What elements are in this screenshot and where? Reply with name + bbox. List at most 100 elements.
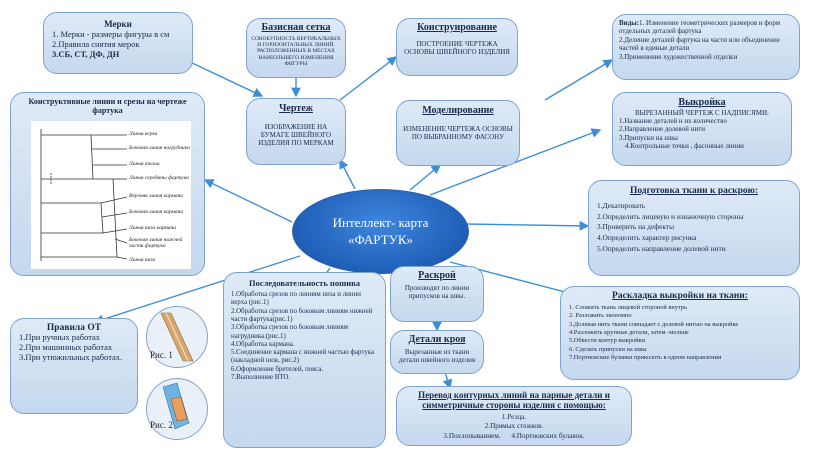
konstr-title: Конструирование (417, 22, 497, 33)
figure-2-image (162, 382, 190, 430)
model-text: ИЗМЕНЕНИЕ ЧЕРТЕЖА ОСНОВЫ ПО ВЫБРАННОМУ Ф… (403, 124, 513, 141)
apron-pattern-figure (40, 129, 128, 261)
list-item: 4.Разложить крупные детали, затем -мелки… (569, 328, 689, 336)
model-title: Моделирование (422, 105, 494, 116)
setka-title: Базисная сетка (261, 22, 331, 33)
list-item: 2. Разложить экономно (569, 312, 632, 320)
list-item: 3.Припуски на швы (619, 133, 678, 142)
raskladka-list: 1. Сложить ткань лицевой стороной внутрь… (569, 304, 791, 362)
figure-2-caption: Рис. 2 (150, 420, 173, 430)
pravila-title: Правила ОТ (46, 323, 102, 333)
vidy-box: Виды:1. Изменение геометрических размеро… (612, 14, 800, 80)
cherezh-title: Чертеж (279, 103, 313, 114)
vidy-text: Виды:1. Изменение геометрических размеро… (619, 19, 793, 61)
setka-text: СОВОКУПНОСТЬ ВЕРТИКАЛЬНЫХ И ГОРИЗОНТАЛЬН… (251, 35, 341, 68)
central-subtitle: «ФАРТУК» (347, 231, 414, 247)
vidy-item: 2.Деление деталей фартука на части или о… (619, 35, 780, 53)
merki-box: Мерки 1. Мерки - размеры фигуры в см 2.П… (43, 12, 193, 74)
list-item: 7.Портновские булавки приколоть в одном … (569, 353, 722, 361)
figure-2-box (146, 378, 208, 440)
merki-title: Мерки (104, 19, 132, 29)
konstlines-box: Конструктивные линии и срезы на чертеже … (10, 92, 205, 276)
konstr-box: Конструирование ПОСТРОЕНИЕ ЧЕРТЕЖА ОСНОВ… (396, 18, 518, 76)
list-item: 7.Выполнение ВТО. (231, 374, 291, 381)
list-item: 3.Долевая нить ткани совпадает с долевой… (569, 320, 739, 328)
apron-drawing: Линия верха Боковая линия нагрудника Лин… (31, 121, 191, 269)
cherezh-box: Чертеж ИЗОБРАЖЕНИЕ НА БУМАГЕ ШВЕЙНОГО ИЗ… (246, 98, 346, 165)
list-item: 1.Декатировать (597, 200, 646, 210)
apron-line-label: Линия низа кармана (129, 225, 177, 231)
apron-line-label: Линия верха (129, 131, 158, 137)
list-item: 1. Мерки - размеры фигуры в см (52, 29, 170, 39)
list-item-text: 3.Похлопыванием. (443, 432, 501, 441)
list-item: 6. Сделать припуски на швы (569, 345, 647, 353)
list-item: 2.Направление долевой нити (619, 125, 705, 134)
raskladka-title: Раскладка выкройки на ткани: (612, 291, 748, 301)
list-item-text: 4.Портновских булавок. (511, 432, 585, 441)
figure-1-image (160, 312, 194, 362)
apron-line-label: Линия талии (129, 161, 160, 167)
list-item: 1.Обработка срезов по линиям низа и лини… (231, 291, 361, 307)
list-item: 5.Определить направление долевой нити (597, 243, 726, 253)
raskroy-text: Производят по линии припусков на швы. (404, 283, 470, 300)
raskladka-box: Раскладка выкройки на ткани: 1. Сложить … (560, 286, 800, 380)
konstlines-title: Конструктивные линии и срезы на чертеже … (28, 97, 187, 115)
figure-1-caption: Рис. 1 (150, 350, 173, 360)
vykroyka-subtitle: ВЫРЕЗАННЫЙ ЧЕРТЕЖ С НАДПИСЯМИ: (635, 108, 769, 117)
detali-text: Вырезанные из ткани детали швейного изде… (398, 347, 476, 364)
list-item: 2.Обработка срезов по боковым линиям ниж… (231, 307, 373, 324)
list-item: 2.При машинных работах (19, 341, 113, 352)
list-item: 4.Обработка кармана. (231, 340, 295, 348)
konstr-text: ПОСТРОЕНИЕ ЧЕРТЕЖА ОСНОВЫ ШВЕЙНОГО ИЗДЕЛ… (404, 39, 510, 56)
apron-line-label: Боковая линия нижней части фартука (129, 237, 183, 249)
list-item: 3.Похлопыванием. 4.Портновских булавок. (405, 432, 623, 442)
central-node: Интеллект- карта «ФАРТУК» (292, 189, 469, 274)
pravila-list: 1.При ручных работах 2.При машинных рабо… (19, 332, 129, 362)
apron-line-label: Линия середины фартука (129, 175, 189, 181)
list-item: 1.Резца. (501, 412, 527, 421)
list-item: 2.Определить лицевую и изнаночную сторон… (597, 211, 744, 221)
figure-1-box (146, 306, 208, 368)
list-item: 5.Обвести контур выкройки (569, 337, 646, 345)
list-item: 5.Соединение кармана с нижней частью фар… (231, 349, 375, 365)
apron-line-label: Верхняя линия кармана (129, 193, 184, 199)
detali-box: Детали кроя Вырезанные из ткани детали ш… (390, 330, 484, 374)
list-item: 4.Контрольные точки , фасонные линии (625, 142, 744, 151)
detali-title: Детали кроя (408, 334, 466, 345)
vidy-label: Виды: (619, 19, 640, 27)
perevod-items: 1.Резца. 2.Прямых стежков. 3.Похлопывани… (405, 413, 623, 442)
vidy-item: 3.Применение художественной отделки (619, 52, 738, 61)
list-item: 3.Проверить на дефекты (597, 222, 675, 232)
list-item: 3.При утюжильных работах. (19, 351, 123, 362)
raskroy-box: Раскрой Производят по линии припусков на… (390, 266, 484, 322)
model-box: Моделирование ИЗМЕНЕНИЕ ЧЕРТЕЖА ОСНОВЫ П… (396, 100, 520, 166)
raskroy-title: Раскрой (418, 270, 456, 281)
list-item: 1.Название деталей и их количество (619, 116, 727, 125)
cherezh-text: ИЗОБРАЖЕНИЕ НА БУМАГЕ ШВЕЙНОГО ИЗДЕЛИЯ П… (258, 122, 334, 148)
posled-box: Последовательность пошива 1.Обработка ср… (223, 272, 386, 448)
apron-line-label: Линия низа (129, 257, 156, 263)
setka-box: Базисная сетка СОВОКУПНОСТЬ ВЕРТИКАЛЬНЫХ… (246, 18, 346, 78)
merki-list: 1. Мерки - размеры фигуры в см 2.Правила… (52, 29, 184, 59)
vykroyka-title: Выкройка (678, 97, 726, 108)
list-item: 3.СБ, СТ, ДФ, ДН (52, 49, 120, 59)
list-item: 2.Прямых стежков. (484, 422, 544, 431)
central-title: Интеллект- карта (332, 215, 429, 231)
list-item: 4.Определить характер рисунка (597, 233, 697, 243)
list-item: 6.Оформление бретелей, пояса. (231, 365, 324, 373)
perevod-box: Перевод контурных линий на парные детали… (396, 386, 632, 446)
podgot-title: Подготовка ткани к раскрою: (629, 186, 759, 196)
apron-line-label: Боковая линия нагрудника (129, 145, 190, 151)
vykroyka-list: 1.Название деталей и их количество 2.Нап… (619, 117, 785, 151)
perevod-title: Перевод контурных линий на парные детали… (418, 390, 610, 411)
list-item: 2.Правила снятия мерок (52, 39, 140, 49)
pravila-box: Правила ОТ 1.При ручных работах 2.При ма… (10, 318, 138, 414)
vykroyka-box: Выкройка ВЫРЕЗАННЫЙ ЧЕРТЕЖ С НАДПИСЯМИ: … (612, 92, 792, 166)
apron-line-label: Боковая линия кармана (129, 209, 184, 215)
list-item: 3.Обработка срезов по боковым линиям наг… (231, 324, 349, 340)
podgot-list: 1.Декатировать 2.Определить лицевую и из… (597, 201, 791, 255)
posled-title: Последовательность пошива (248, 278, 360, 288)
posled-list: 1.Обработка срезов по линиям низа и лини… (231, 291, 378, 382)
list-item: 1. Сложить ткань лицевой стороной внутрь (569, 303, 688, 311)
list-item: 1.При ручных работах (19, 332, 101, 342)
